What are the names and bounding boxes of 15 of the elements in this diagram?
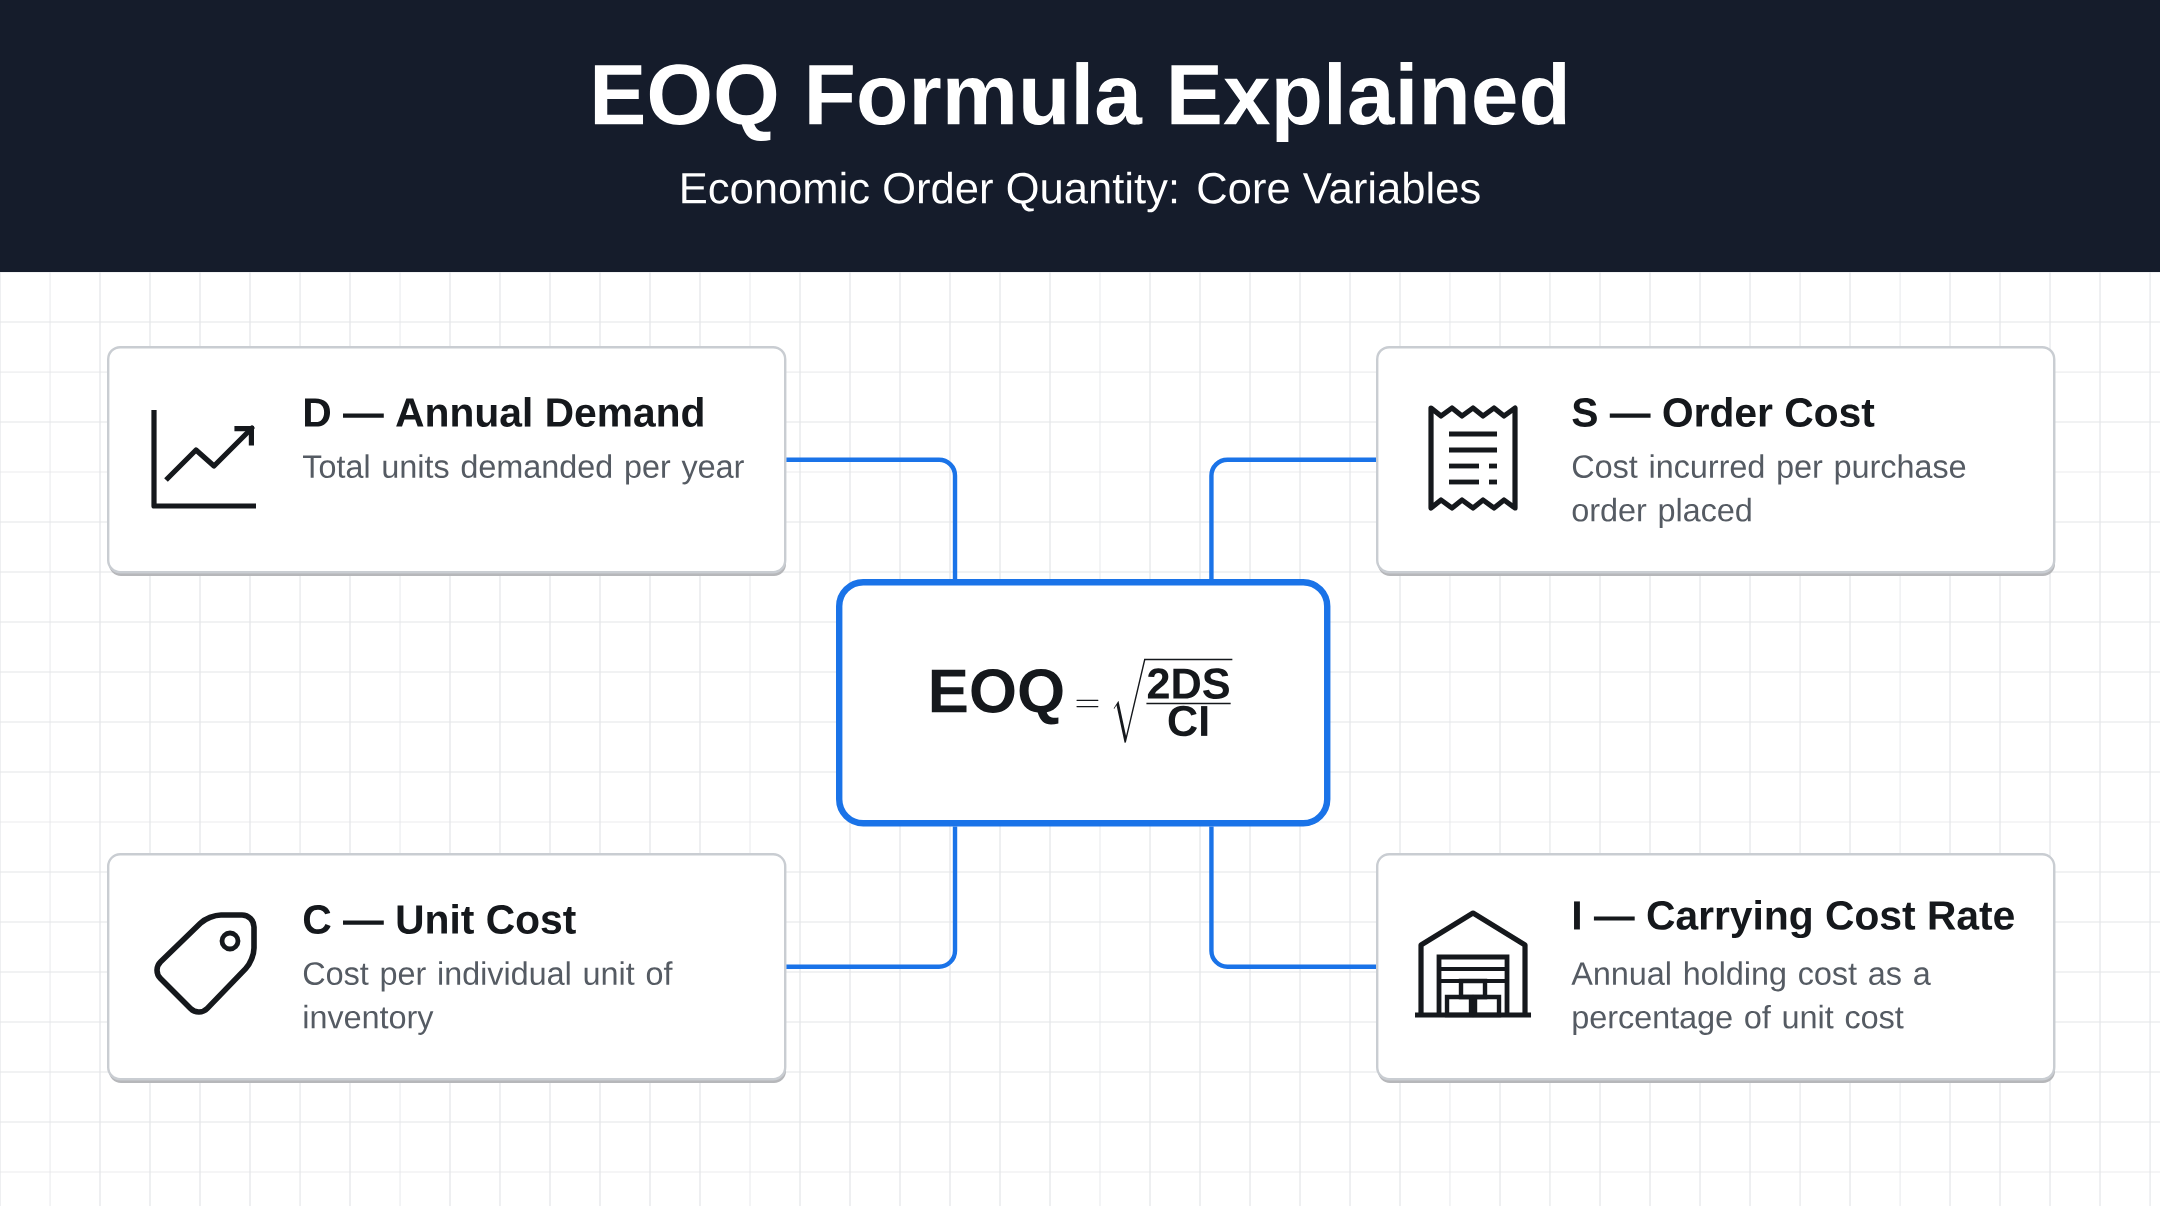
card-description: Annual holding cost as a percentage of unit cost xyxy=(1571,961,1931,1035)
formula: $\mathbf{EOQ} = \sqrt{\frac{\mathbf{2DS}}{\mathbf{CI}}}$ xyxy=(931,658,1233,743)
card-title: I — Carrying Cost Rate xyxy=(1574,899,2014,939)
connector-line xyxy=(786,457,958,579)
card-description: Cost per individual unit of inventory xyxy=(303,961,673,1035)
card-description: Cost incurred per purchase order placed xyxy=(1572,454,1966,528)
subtitle: Economic Order Quantity: Core Variables xyxy=(682,171,1480,213)
connector-line xyxy=(1209,457,1376,579)
title: EOQ Formula Explained xyxy=(594,62,1566,142)
card-title: C — Unit Cost xyxy=(303,904,576,934)
card-title: S — Order Cost xyxy=(1572,397,1875,427)
connector-line xyxy=(786,826,958,969)
card-description: Total units demanded per year xyxy=(303,454,744,485)
card-title: D — Annual Demand xyxy=(305,397,703,427)
connector-line xyxy=(1209,826,1376,969)
